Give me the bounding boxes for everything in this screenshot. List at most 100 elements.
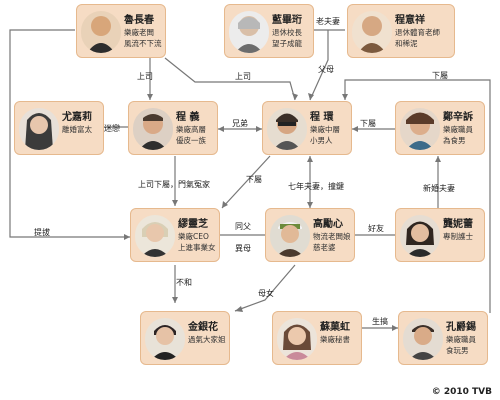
name-you: 尤嘉莉 (62, 112, 92, 123)
desc1-chenghuan: 樂廠中層 (310, 125, 340, 134)
name-chengyi: 程意祥 (395, 15, 425, 26)
copyright-text: © 2010 TVB (431, 387, 492, 397)
photo-chenghuan (267, 108, 307, 150)
photo-zheng (400, 108, 440, 150)
desc1-you: 離婚富太 (62, 125, 92, 134)
arrow-lu-chengyiyi (147, 94, 153, 100)
line-lu-chenghuan (164, 57, 296, 101)
photo-miao (135, 215, 175, 257)
photo-su (277, 318, 317, 360)
rel-lu-chenghuan: 上司 (235, 72, 251, 81)
name-gong: 龔妮蕾 (443, 219, 473, 230)
photo-gong (400, 215, 440, 257)
desc2-lan: 望子成龍 (272, 39, 302, 48)
line-gao-jin (234, 264, 296, 312)
desc2-zheng: 為食男 (443, 136, 466, 145)
photo-lu (81, 11, 121, 53)
arrow-brothers-right (256, 126, 262, 132)
arrow-gong-zheng (435, 156, 441, 162)
rel-parents: 父母 (318, 65, 334, 74)
name-jin: 金銀花 (188, 322, 218, 333)
rel-gao-jin: 母女 (258, 288, 274, 298)
desc1-chengyiyi: 樂廠高層 (176, 125, 206, 134)
card-chengyi: 程意祥 退休體育老師 和稀泥 (347, 4, 455, 58)
arrow-kong (342, 94, 348, 100)
photo-gao (270, 215, 310, 257)
arrow-chenghuan-gao-up (307, 156, 313, 162)
name-chengyiyi: 程 義 (176, 112, 200, 123)
desc2-chengyiyi: 優皮一族 (176, 136, 206, 145)
card-miao: 繆靈芝 樂廠CEO 上進事業女 (130, 208, 220, 262)
arrow-brothers-left (218, 126, 224, 132)
name-chenghuan: 程 環 (310, 112, 334, 123)
card-kong: 孔爵錫 樂廠職員 食玩男 (398, 311, 488, 365)
rel-zheng-chenghuan: 下屬 (360, 119, 376, 128)
desc1-su: 樂廠秘書 (320, 335, 350, 344)
name-miao: 繆靈芝 (178, 219, 208, 230)
desc2-miao: 上進事業女 (178, 243, 216, 252)
card-gong: 龔妮蕾 專制護士 (395, 208, 485, 262)
rel-miao-lu: 提拔 (34, 227, 50, 237)
rel-chengyiyi-miao: 上司下屬，門氣冤家 (138, 179, 210, 189)
line-kong-chenghuan (344, 79, 491, 313)
rel-kong-chenghuan: 下屬 (432, 71, 448, 80)
arrow-miao-lu (124, 234, 130, 240)
photo-you (19, 108, 59, 150)
rel-su-kong: 生搞 (372, 316, 388, 326)
name-lu: 魯長春 (124, 15, 154, 26)
rel-lu-chengyiyi: 上司 (137, 72, 153, 81)
name-zheng: 鄭辛訴 (443, 112, 473, 123)
desc2-lu: 風流不下流 (124, 39, 162, 48)
name-kong: 孔爵錫 (446, 322, 476, 333)
arrow-gao-jin (235, 306, 243, 312)
arrow-chengyiyi-miao (172, 200, 178, 206)
desc2-kong: 食玩男 (446, 346, 469, 355)
desc1-zheng: 樂廠職員 (443, 125, 473, 134)
desc1-gong: 專制護士 (443, 232, 473, 241)
card-zheng: 鄭辛訴 樂廠職員 為食男 (395, 101, 485, 155)
rel-miao-jin: 不和 (176, 278, 192, 287)
photo-jin (145, 318, 185, 360)
name-gao: 高勵心 (313, 219, 343, 230)
card-lan: 藍畢珩 退休校長 望子成龍 (224, 4, 314, 58)
rel-brothers: 兄弟 (232, 118, 248, 128)
desc2-chenghuan: 小男人 (310, 136, 333, 145)
rel-you-chengyiyi: 迷戀 (104, 123, 120, 133)
desc2-chengyi: 和稀泥 (395, 39, 418, 48)
photo-chengyi (352, 11, 392, 53)
rel-gao-gong: 好友 (368, 223, 384, 233)
rel-gong-zheng: 新婚夫妻 (423, 183, 455, 193)
photo-chengyiyi (133, 108, 173, 150)
rel-chenghuan-miao: 下屬 (246, 175, 262, 184)
arrow-lu-chenghuan (292, 93, 298, 100)
arrow-zheng (352, 126, 358, 132)
rel-miao-gao-2: 異母 (235, 244, 251, 253)
desc1-jin: 過氣大家姐 (188, 335, 226, 344)
rel-chenghuan-gao: 七年夫妻，撞鍵 (288, 181, 344, 191)
line-parents (309, 30, 329, 101)
desc1-kong: 樂廠職員 (446, 335, 476, 344)
line-chenghuan-miao (221, 155, 271, 209)
arrow-su-kong (392, 325, 398, 331)
desc1-chengyi: 退休體育老師 (395, 28, 440, 37)
photo-kong (403, 318, 443, 360)
name-lan: 藍畢珩 (272, 15, 302, 26)
desc1-gao: 物流老闆娘 (313, 232, 351, 241)
arrow-parents (308, 93, 314, 100)
card-lu: 魯長春 樂廠老闆 風流不下流 (76, 4, 166, 58)
desc1-lu: 樂廠老闆 (124, 28, 154, 37)
card-chenghuan: 程 環 樂廠中層 小男人 (262, 101, 352, 155)
photo-lan (229, 11, 269, 53)
card-gao: 高勵心 物流老闆娘 慈老婆 (265, 208, 355, 262)
arrow-chenghuan-miao (222, 201, 228, 208)
card-you: 尤嘉莉 離婚富太 (14, 101, 104, 155)
rel-lan-chengyi: 老夫妻 (316, 16, 340, 26)
arrow-miao-jin (172, 297, 178, 303)
rel-miao-gao-1: 同父 (235, 222, 251, 231)
card-jin: 金銀花 過氣大家姐 (140, 311, 230, 365)
line-lu-miao (9, 29, 130, 238)
card-chengyiyi: 程 義 樂廠高層 優皮一族 (128, 101, 218, 155)
card-su: 蘇菓虹 樂廠秘書 (272, 311, 362, 365)
desc1-lan: 退休校長 (272, 28, 302, 37)
arrow-chenghuan-gao-down (307, 202, 313, 208)
